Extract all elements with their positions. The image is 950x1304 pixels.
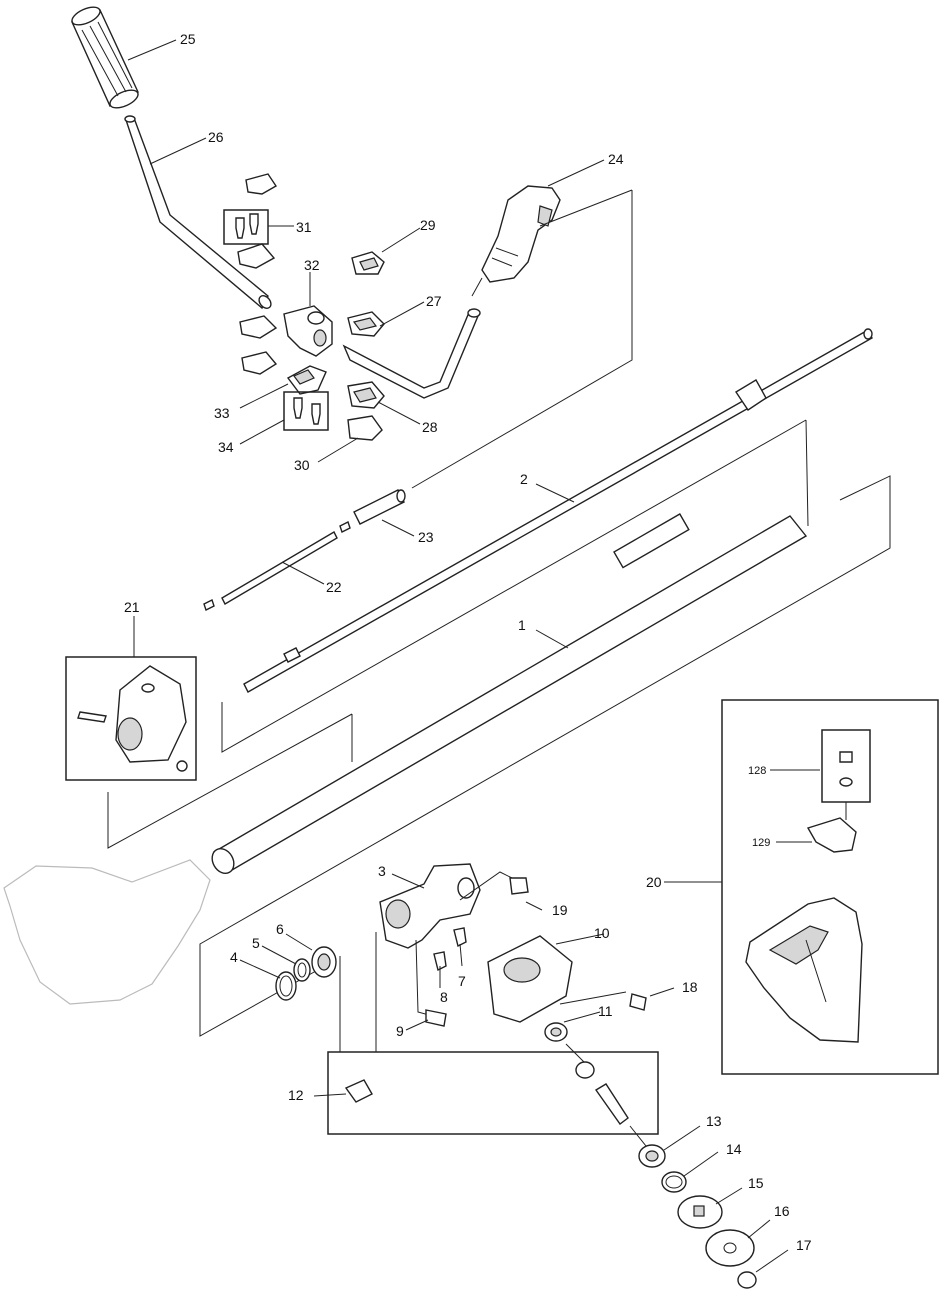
- label-28: 28: [422, 419, 438, 435]
- label-13: 13: [706, 1113, 722, 1129]
- part-23-coupling: [353, 489, 406, 525]
- label-3: 3: [378, 863, 386, 879]
- handle-connector-tube: [342, 308, 481, 399]
- part-26-handlebar: [124, 115, 272, 310]
- part-14-ring: [661, 1171, 687, 1193]
- part-10-cup: [487, 935, 573, 1023]
- part-27-clamp: [347, 311, 385, 337]
- guide-line-handle: [411, 190, 633, 489]
- part-13-bearing: [638, 1144, 666, 1168]
- label-26: 26: [208, 129, 224, 145]
- label-4: 4: [230, 949, 238, 965]
- part-30-clamp: [347, 415, 383, 441]
- label-31: 31: [296, 219, 312, 235]
- guide-line-19: [459, 871, 513, 901]
- part-21-clamp-box: [65, 656, 197, 781]
- part-34-screws: [283, 391, 329, 431]
- guide-line-21: [107, 713, 353, 849]
- label-29: 29: [420, 217, 436, 233]
- label-128: 128: [748, 765, 766, 777]
- part-24-throttle-handle: [471, 185, 561, 297]
- part-6-bearing: [311, 946, 337, 978]
- label-10: 10: [594, 925, 610, 941]
- label-18: 18: [682, 979, 698, 995]
- guide-line-tube: [539, 189, 633, 227]
- part-20-guard-box: [721, 699, 939, 1075]
- part-7-screw: [453, 927, 467, 948]
- label-1: 1: [518, 617, 526, 633]
- label-7: 7: [458, 973, 466, 989]
- part-15-washer: [677, 1195, 723, 1229]
- label-32: 32: [304, 257, 320, 273]
- label-34: 34: [218, 439, 234, 455]
- label-14: 14: [726, 1141, 742, 1157]
- part-22-inner-shaft: [203, 521, 351, 611]
- label-30: 30: [294, 457, 310, 473]
- label-27: 27: [426, 293, 442, 309]
- label-6: 6: [276, 921, 284, 937]
- part-1-main-tube: [211, 513, 808, 875]
- part-29-clamp: [351, 251, 385, 275]
- label-9: 9: [396, 1023, 404, 1039]
- part-16-washer: [705, 1229, 755, 1267]
- part-17-nut: [737, 1271, 757, 1289]
- part-4-ring: [275, 971, 297, 1001]
- callout-leaders: [127, 39, 820, 1273]
- engine-outline: [3, 859, 211, 1005]
- part-31-screws: [223, 209, 269, 245]
- label-22: 22: [326, 579, 342, 595]
- part-8-screw: [433, 951, 447, 972]
- guide-line-shaft-box: [221, 419, 809, 753]
- label-15: 15: [748, 1175, 764, 1191]
- part-33-clamp-lower: [286, 365, 327, 395]
- part-12-gear-box: [327, 932, 659, 1135]
- label-8: 8: [440, 989, 448, 1005]
- part-18-screw: [629, 993, 647, 1011]
- label-17: 17: [796, 1237, 812, 1253]
- part-clamp-upper-halves: [237, 173, 278, 375]
- label-25: 25: [180, 31, 196, 47]
- label-19: 19: [552, 902, 568, 918]
- part-3-gear-housing: [379, 863, 481, 1019]
- label-33: 33: [214, 405, 230, 421]
- label-2: 2: [520, 471, 528, 487]
- label-129: 129: [752, 837, 770, 849]
- label-11: 11: [598, 1003, 613, 1019]
- part-25-grip: [71, 6, 139, 109]
- part-2-drive-shaft: [243, 328, 873, 693]
- part-9-screw: [425, 1009, 447, 1027]
- part-28-clamp: [347, 381, 385, 409]
- callout-labels: 25 26 24 31 29 32 27 28 33 34 30 2 23 22…: [124, 31, 812, 1253]
- label-5: 5: [252, 935, 260, 951]
- guide-line-18: [559, 991, 627, 1005]
- part-19-screw: [509, 877, 529, 895]
- guide-line-lower-stack: [565, 1043, 647, 1147]
- part-32-clamp-block: [283, 305, 333, 357]
- label-21: 21: [124, 599, 140, 615]
- label-12: 12: [288, 1087, 304, 1103]
- label-23: 23: [418, 529, 434, 545]
- label-20: 20: [646, 874, 662, 890]
- part-11-nut: [544, 1022, 568, 1042]
- label-24: 24: [608, 151, 624, 167]
- part-5-ring: [293, 958, 311, 982]
- guide-line-tube-box: [199, 475, 891, 1037]
- label-16: 16: [774, 1203, 790, 1219]
